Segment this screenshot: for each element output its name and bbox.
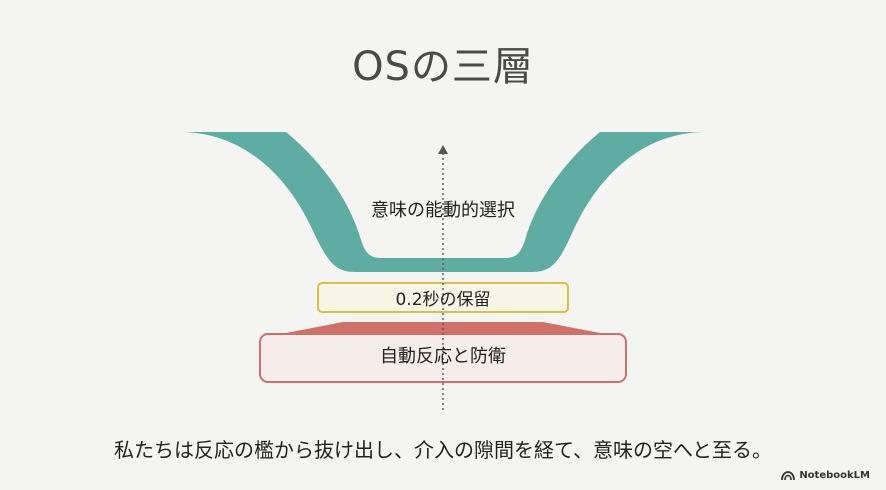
ascent-arrow-head [438, 145, 448, 154]
middle-layer-label: 0.2秒の保留 [395, 290, 491, 310]
top-layer-label: 意味の能動的選択 [371, 200, 515, 221]
notebooklm-logo-icon [781, 470, 796, 480]
slide-caption: 私たちは反応の檻から抜け出し、介入の隙間を経て、意味の空へと至る。 [114, 438, 772, 462]
notebooklm-brand: NotebookLM [781, 470, 870, 481]
bottom-layer-label: 自動反応と防衛 [380, 346, 506, 367]
slide-title: OSの三層 [352, 44, 534, 90]
brand-name: NotebookLM [799, 470, 870, 481]
